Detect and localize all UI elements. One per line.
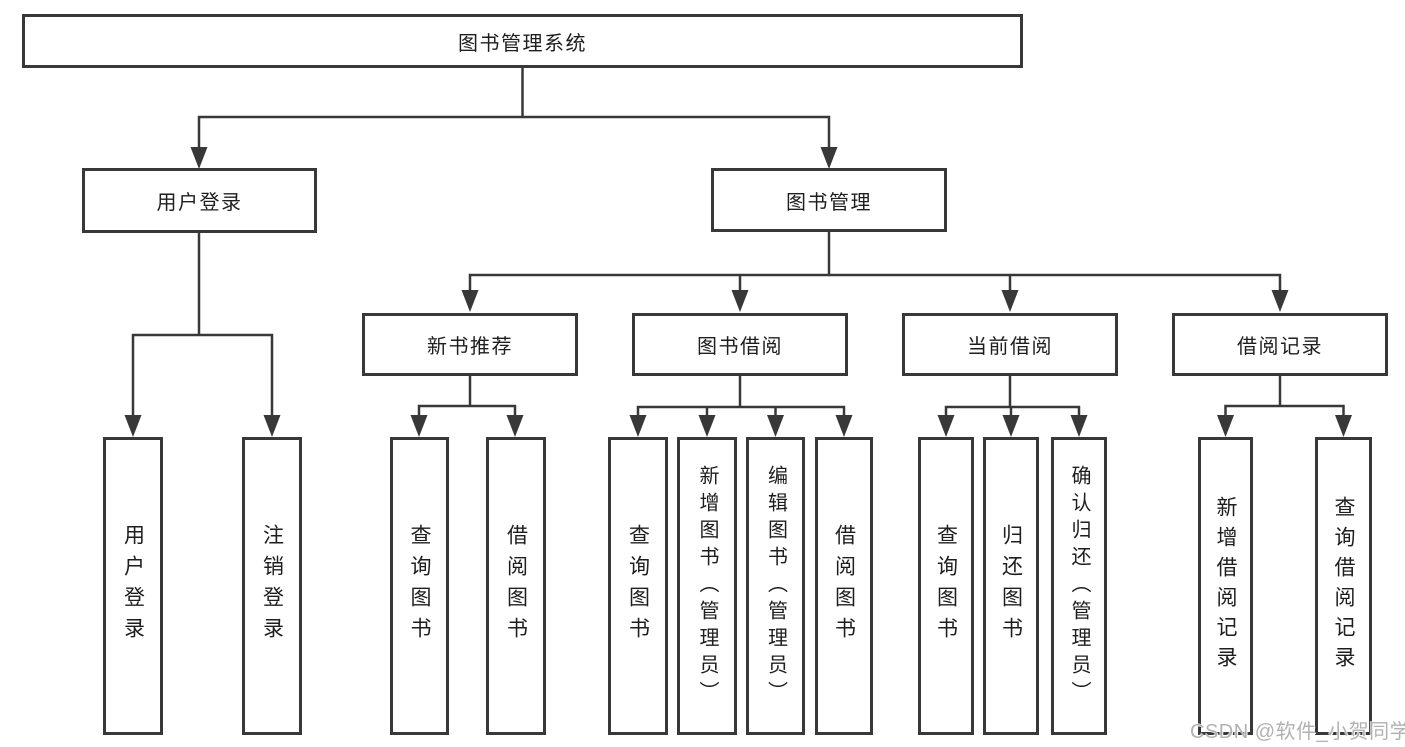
csdn-watermark: CSDN @软件_小贺同学 <box>1190 721 1405 743</box>
node-book-borrow: 图书借阅 <box>632 313 848 376</box>
arrow-down-icon <box>767 415 784 437</box>
node-label: 用户登录 <box>121 524 145 648</box>
leaf-add-borrow-record: 新增借阅记录 <box>1198 437 1253 735</box>
node-label: 图书借阅 <box>697 336 783 358</box>
node-label: 新书推荐 <box>427 336 513 358</box>
arrow-down-icon <box>698 415 716 437</box>
node-label: 查询借阅记录 <box>1332 496 1355 676</box>
leaf-user-login: 用户登录 <box>103 437 163 735</box>
connector-edges <box>131 68 1345 417</box>
arrow-down-icon <box>190 147 208 169</box>
arrow-down-icon <box>410 415 428 437</box>
leaf-return-book: 归还图书 <box>983 437 1039 735</box>
arrow-down-icon <box>1271 290 1289 312</box>
node-label: 借阅记录 <box>1237 336 1323 358</box>
arrow-down-icon <box>1002 415 1020 437</box>
arrow-down-icon <box>820 147 838 169</box>
node-book-management: 图书管理 <box>711 168 947 232</box>
arrow-down-icon <box>629 415 647 437</box>
arrow-down-icon <box>461 290 479 312</box>
leaf-edit-book-admin: 编辑图书（管理员） <box>746 437 805 735</box>
node-label: 查询图书 <box>934 524 958 648</box>
arrow-down-icon <box>1070 415 1088 437</box>
node-label: 注销登录 <box>260 524 284 648</box>
leaf-query-book: 查询图书 <box>608 437 668 735</box>
leaf-confirm-return-admin: 确认归还（管理员） <box>1051 437 1107 735</box>
node-label: 编辑图书（管理员） <box>764 464 787 708</box>
arrow-down-icon <box>731 290 749 312</box>
node-label: 确认归还（管理员） <box>1068 464 1090 708</box>
node-new-book-recommend: 新书推荐 <box>362 313 578 376</box>
arrow-down-icon <box>1001 290 1019 312</box>
node-label: 归还图书 <box>999 524 1023 648</box>
node-label: 借阅图书 <box>832 524 856 648</box>
arrow-down-icon <box>1335 415 1352 437</box>
arrow-down-icon <box>124 415 142 437</box>
leaf-query-borrow-record: 查询借阅记录 <box>1315 437 1372 735</box>
node-label: 当前借阅 <box>967 336 1053 358</box>
node-label: 新增图书（管理员） <box>696 464 718 708</box>
leaf-query-book: 查询图书 <box>918 437 974 735</box>
leaf-query-book: 查询图书 <box>390 437 449 735</box>
node-label: 查询图书 <box>626 524 650 648</box>
node-label: 新增借阅记录 <box>1214 496 1237 676</box>
arrow-down-icon <box>1217 415 1234 437</box>
arrow-down-icon <box>937 415 955 437</box>
node-label: 查询图书 <box>408 524 431 648</box>
leaf-borrow-book: 借阅图书 <box>815 437 873 735</box>
arrowheads <box>124 147 1352 437</box>
node-label: 图书管理系统 <box>458 32 587 55</box>
node-label: 图书管理 <box>786 191 872 214</box>
leaf-logout: 注销登录 <box>242 437 302 735</box>
leaf-add-book-admin: 新增图书（管理员） <box>677 437 737 735</box>
arrow-down-icon <box>263 415 281 437</box>
leaf-borrow-book: 借阅图书 <box>486 437 546 735</box>
node-borrow-record: 借阅记录 <box>1172 313 1388 376</box>
arrow-down-icon <box>835 415 853 437</box>
node-library-system: 图书管理系统 <box>22 14 1023 68</box>
node-user-login: 用户登录 <box>82 168 317 233</box>
node-current-borrow: 当前借阅 <box>902 313 1118 376</box>
node-label: 借阅图书 <box>504 524 528 648</box>
node-label: 用户登录 <box>156 192 243 214</box>
arrow-down-icon <box>506 415 524 437</box>
